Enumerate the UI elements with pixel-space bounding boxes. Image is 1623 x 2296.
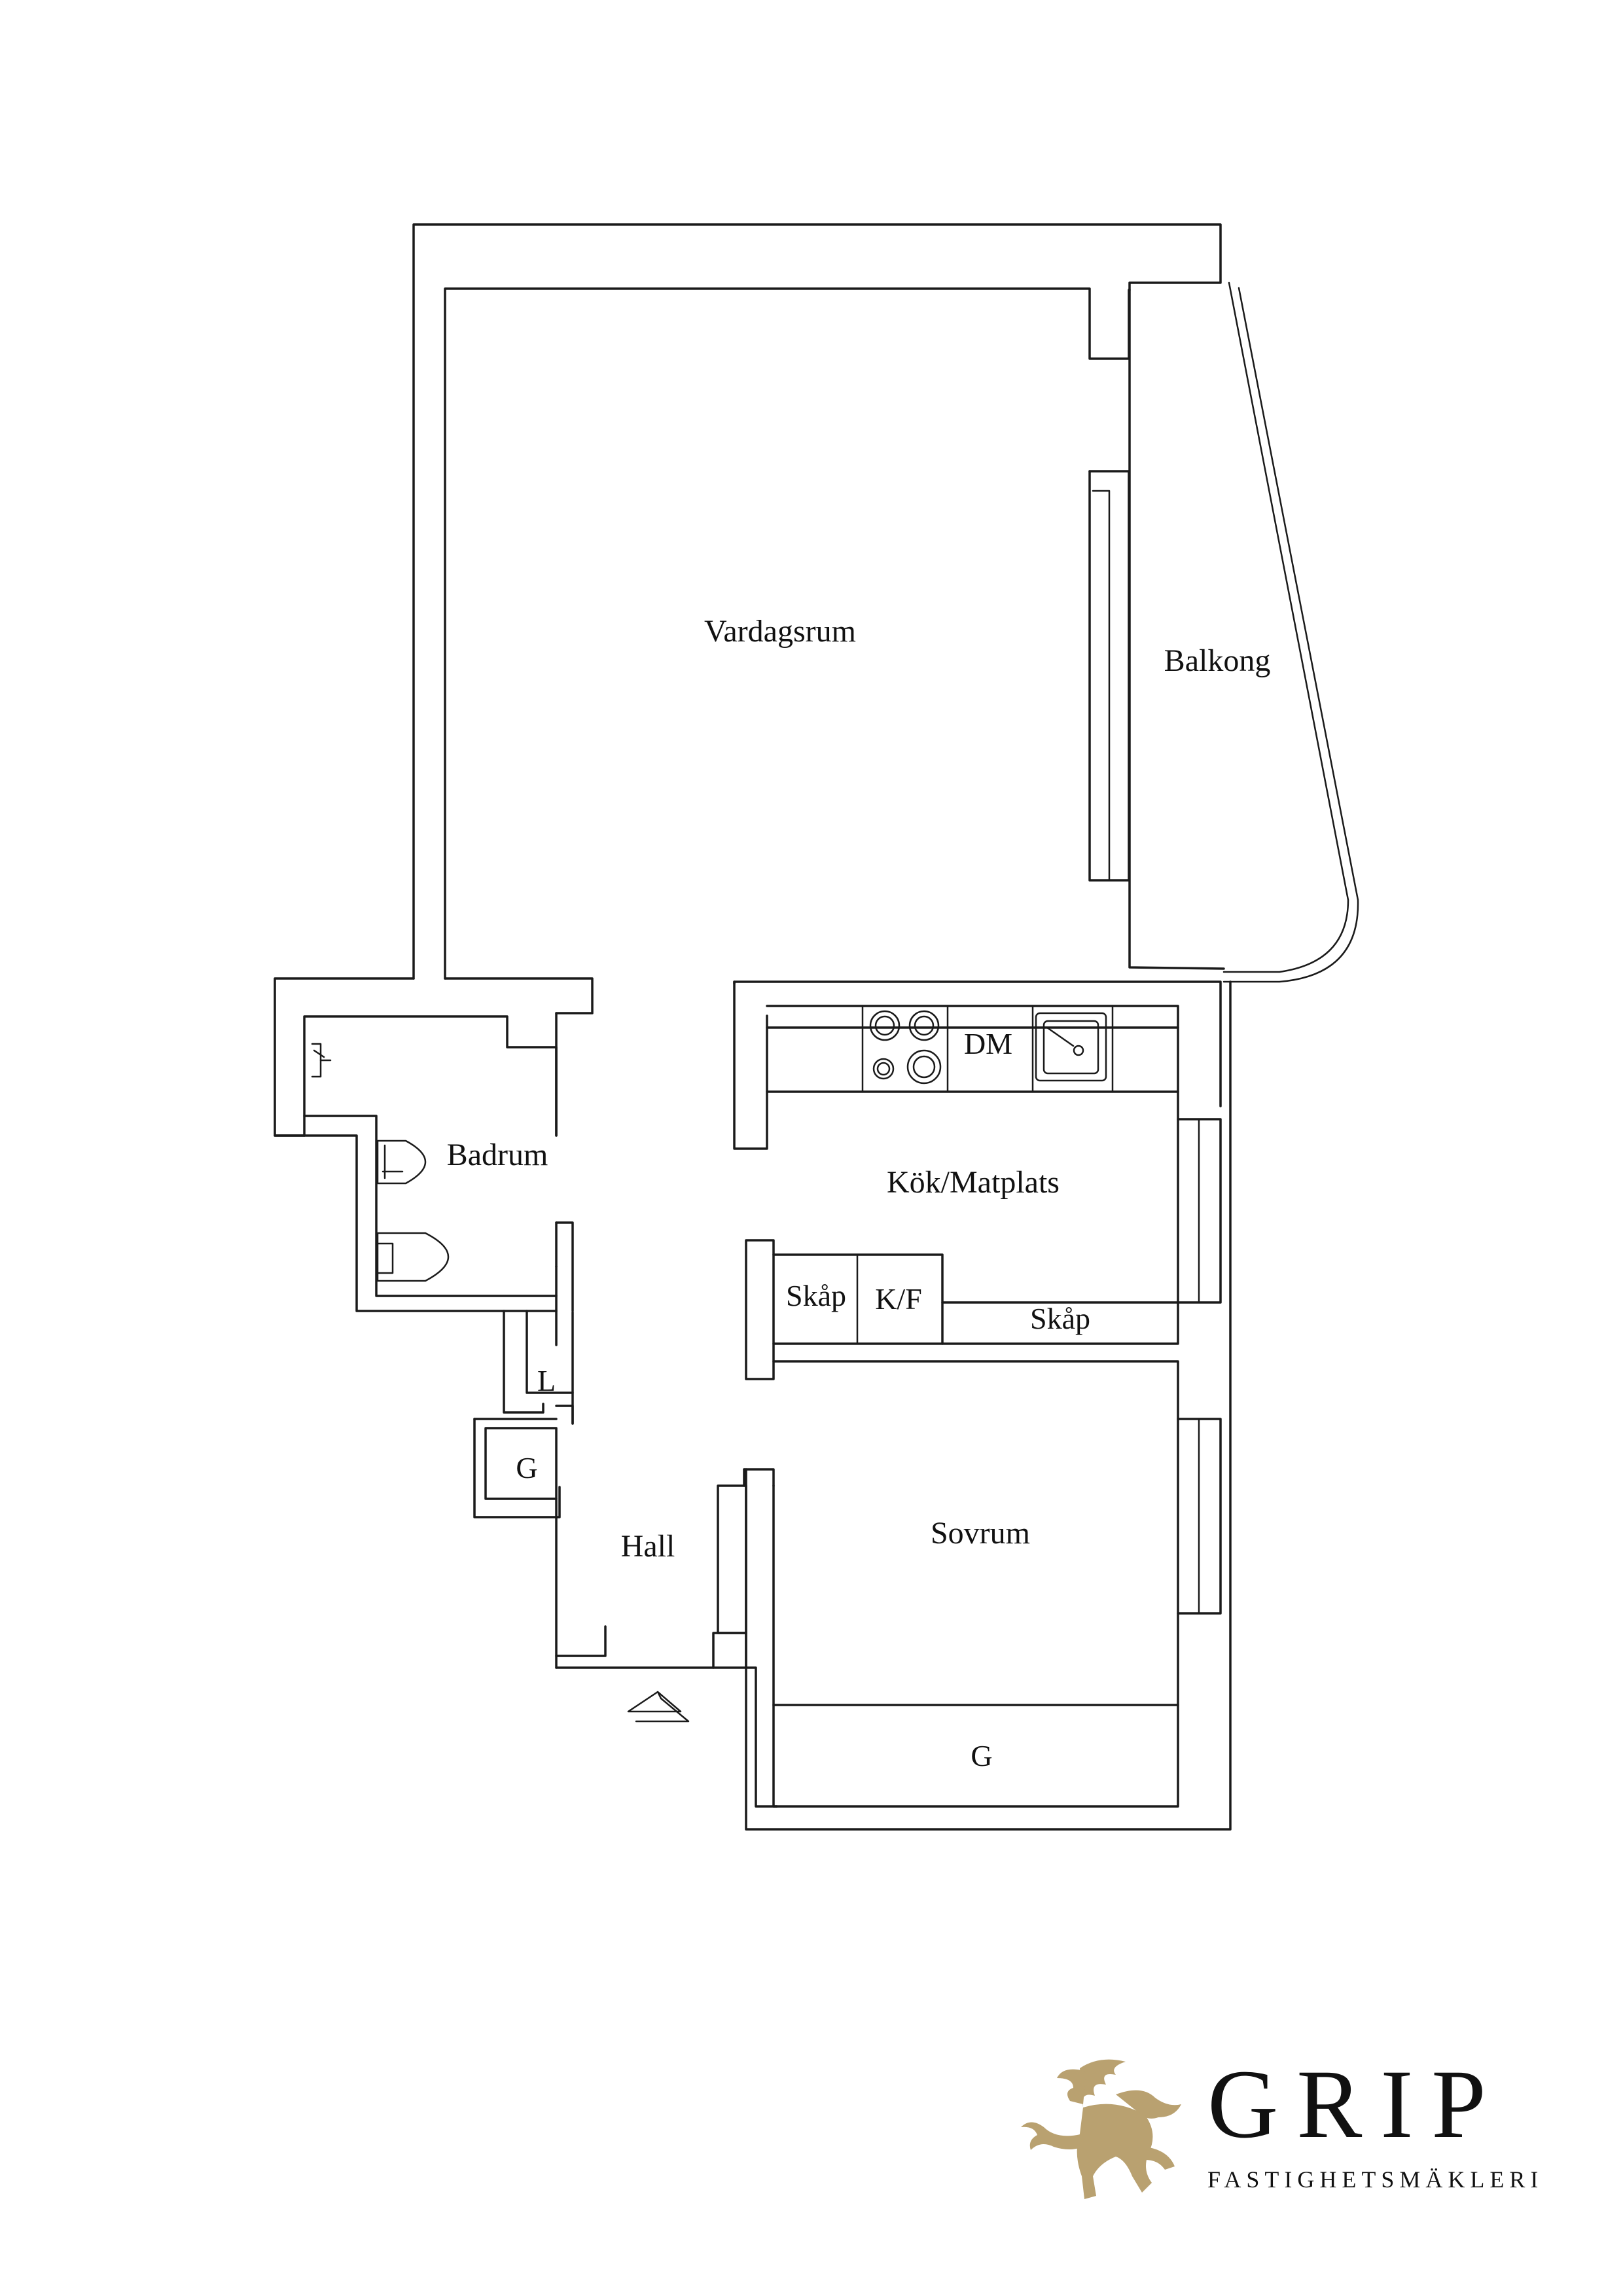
fixture-label-hall-wardrobe: G: [516, 1451, 537, 1484]
sink-icon: [1035, 1012, 1107, 1082]
toilet-icon: [376, 1232, 450, 1282]
hall-walls: [473, 1310, 778, 1808]
room-label-badrum: Badrum: [447, 1138, 548, 1172]
washbasin-icon: [376, 1139, 427, 1185]
fixture-label-skap-right: Skåp: [1030, 1302, 1090, 1335]
fixture-label-dm: DM: [964, 1027, 1012, 1060]
room-label-vardagsrum: Vardagsrum: [704, 614, 856, 649]
room-label-kok: Kök/Matplats: [887, 1165, 1060, 1200]
stove-icon: [869, 1010, 942, 1085]
kitchen-walls: [733, 980, 1222, 1615]
bedroom-walls: [745, 980, 1232, 1831]
room-label-sovrum: Sovrum: [931, 1516, 1030, 1551]
bathroom-walls: [274, 1012, 574, 1312]
fixture-label-bedroom-wardrobe: G: [971, 1739, 992, 1772]
fixture-label-skap-left: Skåp: [786, 1279, 846, 1312]
griffin-logo-icon: [1021, 2059, 1181, 2199]
balcony-outline: [1128, 281, 1359, 983]
room-label-hall: Hall: [621, 1529, 675, 1564]
brand-tagline: FASTIGHETSMÄKLERI: [1207, 2166, 1544, 2193]
room-label-balkong: Balkong: [1164, 643, 1271, 678]
living-room-walls: [274, 223, 1222, 1137]
fixture-label-kf: K/F: [875, 1282, 922, 1316]
fixture-label-linen: L: [537, 1364, 556, 1397]
brand-logo: GRIP FASTIGHETSMÄKLERI: [1018, 2055, 1541, 2225]
shower-fixture-icon: [311, 1043, 332, 1078]
brand-name: GRIP: [1207, 2050, 1505, 2159]
entrance-arrow-icon: [627, 1691, 690, 1723]
